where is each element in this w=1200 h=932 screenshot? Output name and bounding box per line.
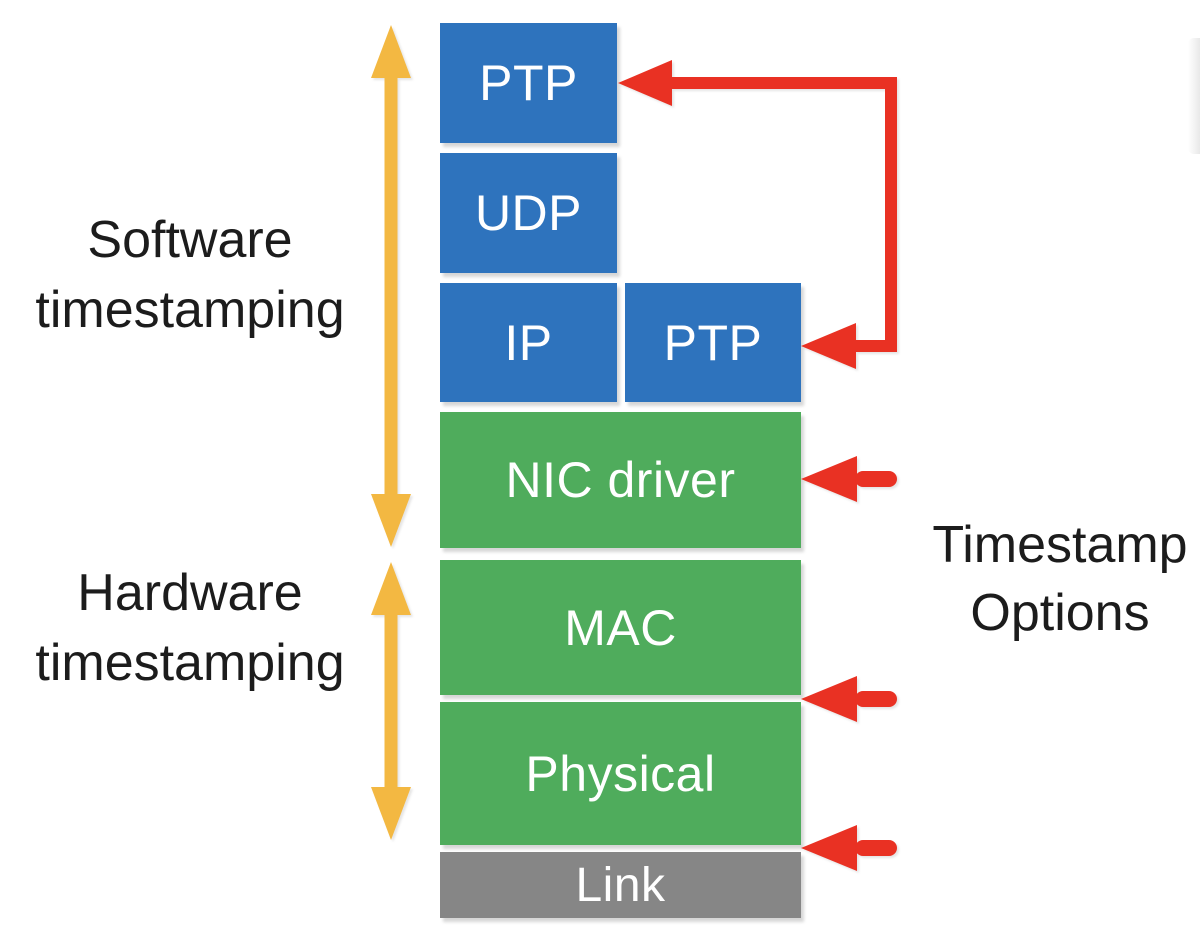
stack-box-label: PTP: [663, 314, 763, 371]
hardware-timestamping-label: Hardware timestamping: [0, 558, 380, 698]
software-timestamping-label: Software timestamping: [0, 205, 380, 345]
stack-box-link: Link: [440, 852, 801, 918]
stack-box-udp: UDP: [440, 153, 617, 273]
software-label-line2: timestamping: [35, 281, 345, 339]
hardware-label-line1: Hardware: [77, 564, 303, 622]
timestamp-options-label: Timestamp Options: [920, 511, 1200, 647]
stack-box-label: MAC: [564, 599, 677, 656]
stack-box-label: IP: [504, 314, 553, 371]
timestamp-arrow-physical: [801, 825, 897, 871]
hardware-label-line2: timestamping: [35, 634, 345, 692]
timestamp-options-line2: Options: [970, 584, 1150, 642]
software-label-line1: Software: [87, 211, 293, 269]
stack-box-physical: Physical: [440, 702, 801, 845]
stack-box-label: Physical: [525, 745, 716, 802]
stack-box-label: PTP: [479, 55, 578, 111]
stack-box-ip: IP: [440, 283, 617, 402]
timestamp-arrow-mac: [801, 676, 897, 722]
stack-box-mac: MAC: [440, 560, 801, 695]
timestamp-arrow-nic-driver: [801, 456, 897, 502]
stack-box-label: NIC driver: [505, 452, 736, 508]
stack-box-ptp-application: PTP: [440, 23, 617, 143]
stack-box-label: Link: [575, 858, 666, 912]
stack-box-ptp-layer2: PTP: [625, 283, 801, 402]
stack-box-label: UDP: [474, 185, 583, 241]
arrowhead-ptp-l2: [801, 323, 856, 369]
timestamp-options-line1: Timestamp: [932, 516, 1188, 574]
stack-box-nic-driver: NIC driver: [440, 412, 801, 548]
offscreen-element-edge: [1188, 38, 1200, 154]
arrowhead-ptp-app: [618, 60, 672, 106]
